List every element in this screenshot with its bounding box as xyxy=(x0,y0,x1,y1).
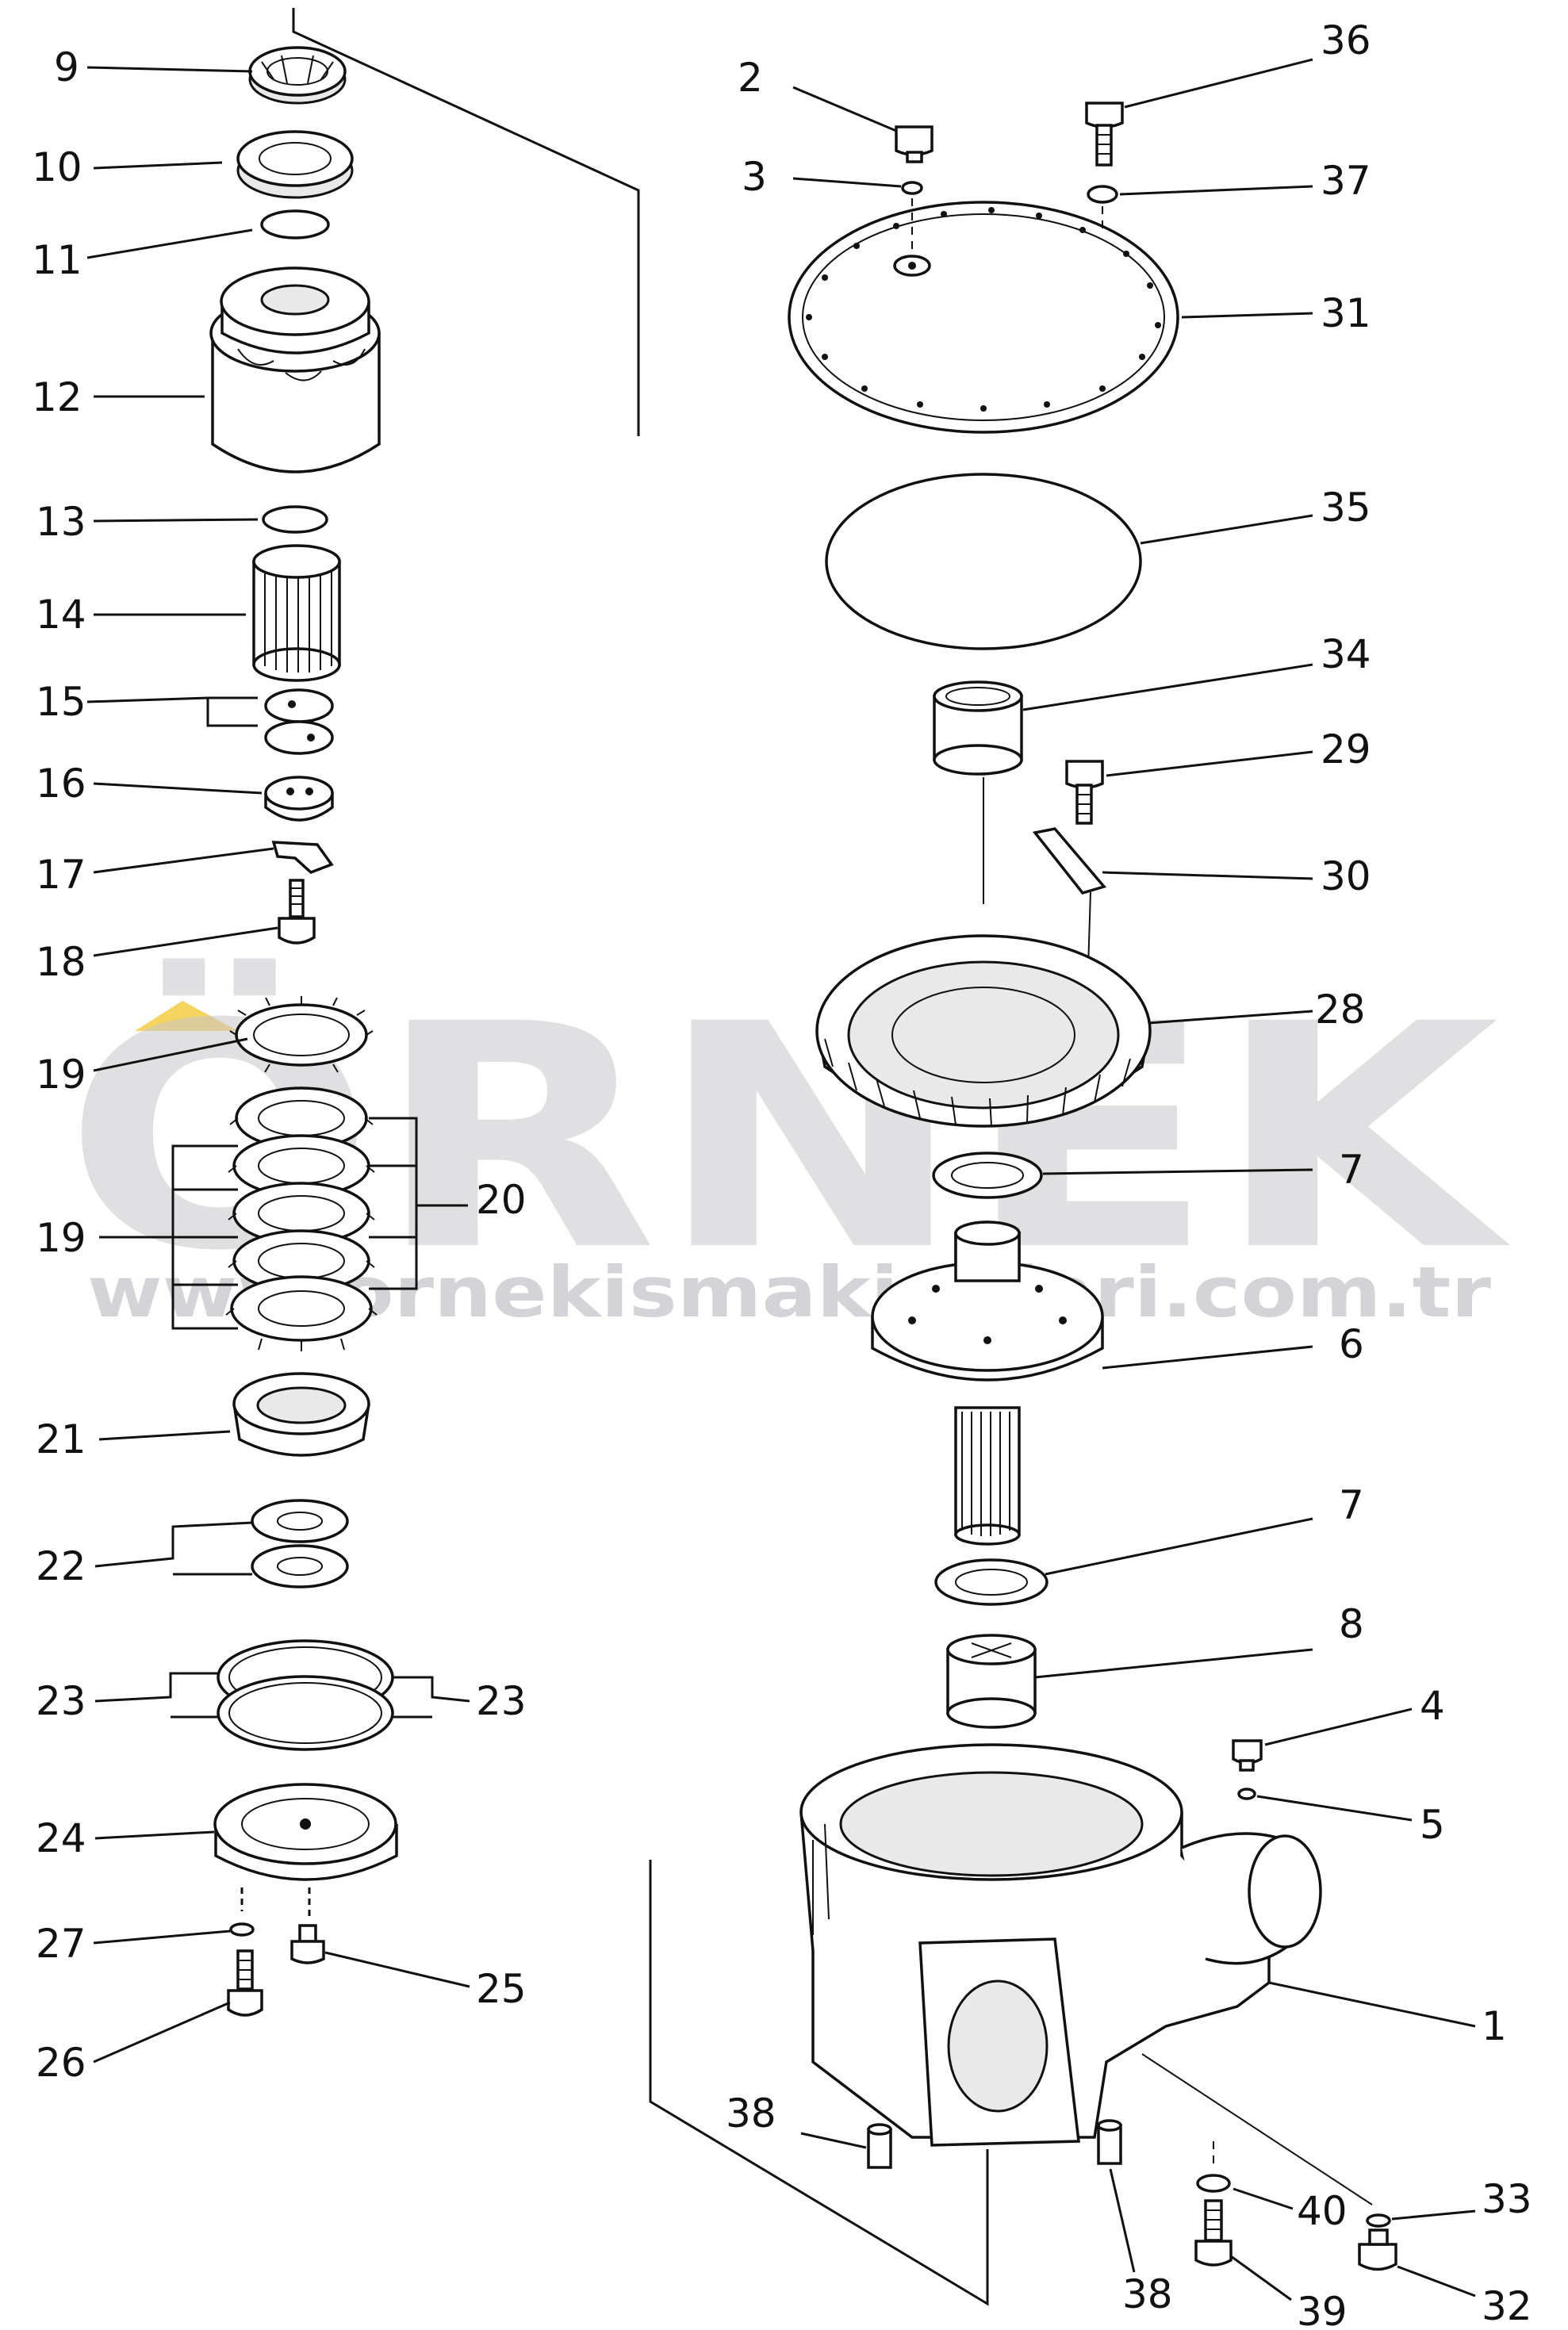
part-24-cover xyxy=(213,1783,398,1881)
callout-24: 24 xyxy=(36,1815,86,1861)
callout-7-lower: 7 xyxy=(1339,1482,1364,1528)
callout-37: 37 xyxy=(1321,158,1371,204)
part-40-washer xyxy=(1196,2174,1231,2193)
leader-33-axis xyxy=(1141,2053,1373,2205)
callout-14: 14 xyxy=(36,592,86,638)
callout-38-left: 38 xyxy=(726,2090,776,2136)
part-1-housing xyxy=(799,1743,1322,2147)
part-6-shaft xyxy=(871,1221,1104,1546)
part-35-o-ring xyxy=(825,473,1142,650)
callout-28: 28 xyxy=(1315,987,1366,1033)
part-21-piston xyxy=(232,1372,370,1457)
part-37-washer xyxy=(1087,185,1118,204)
callout-4: 4 xyxy=(1420,1683,1445,1729)
callout-21: 21 xyxy=(36,1416,86,1462)
part-22-springs xyxy=(251,1499,349,1588)
callout-36: 36 xyxy=(1321,17,1371,63)
part-34-bushing xyxy=(933,680,1023,904)
callout-15: 15 xyxy=(36,679,86,725)
part-4-bolt xyxy=(1232,1739,1263,1772)
part-28-ring-gear xyxy=(815,934,1152,1128)
callout-6: 6 xyxy=(1339,1321,1364,1367)
callout-3: 3 xyxy=(742,154,767,200)
right-column-parts xyxy=(788,102,1397,2271)
callout-23-right: 23 xyxy=(476,1678,527,1724)
part-36-bolt xyxy=(1085,102,1124,167)
part-10-seal xyxy=(236,130,354,199)
callout-30: 30 xyxy=(1321,853,1371,899)
part-29-bolt xyxy=(1065,760,1104,825)
callout-35: 35 xyxy=(1321,485,1371,531)
callout-5: 5 xyxy=(1420,1802,1445,1848)
part-16-plate xyxy=(264,776,334,822)
part-11-o-ring xyxy=(260,209,330,240)
part-31-cover-plate xyxy=(788,198,1179,434)
part-38-pin-right xyxy=(1097,2119,1122,2165)
part-9-bearing xyxy=(248,46,347,105)
callout-17: 17 xyxy=(36,852,86,898)
callout-numbers: 9 10 11 12 13 14 15 16 17 18 19 19 20 21… xyxy=(32,17,1532,2330)
callout-32: 32 xyxy=(1482,2283,1532,2329)
callout-33: 33 xyxy=(1482,2176,1532,2222)
callout-leaders xyxy=(86,58,1476,2301)
part-39-bolt xyxy=(1194,2199,1233,2267)
assembly-bracket-lines xyxy=(292,8,989,2306)
left-column-parts xyxy=(209,46,398,2017)
part-7-washer-lower xyxy=(934,1558,1049,1606)
part-38-pin-left xyxy=(867,2123,892,2169)
part-27-washer xyxy=(229,1922,255,1937)
part-32-plug xyxy=(1358,2228,1397,2271)
callout-39: 39 xyxy=(1297,2289,1348,2330)
callout-11: 11 xyxy=(32,237,82,283)
callout-13: 13 xyxy=(36,499,86,545)
part-5-o-ring xyxy=(1237,1788,1256,1800)
part-18-bolt xyxy=(278,879,316,945)
callout-19-top: 19 xyxy=(36,1052,86,1098)
part-17-lock-plate xyxy=(271,841,334,875)
callout-23-left: 23 xyxy=(36,1678,86,1724)
callout-10: 10 xyxy=(32,144,82,190)
callout-22: 22 xyxy=(36,1543,86,1589)
callout-31: 31 xyxy=(1321,290,1371,336)
callout-38-right: 38 xyxy=(1122,2271,1173,2317)
callout-34: 34 xyxy=(1321,631,1371,677)
callout-27: 27 xyxy=(36,1921,86,1967)
part-3-washer xyxy=(901,181,923,195)
part-7-washer-upper xyxy=(932,1152,1043,1199)
callout-29: 29 xyxy=(1321,726,1371,772)
callout-2: 2 xyxy=(738,55,763,101)
callout-16: 16 xyxy=(36,761,86,807)
part-12-carrier xyxy=(209,266,381,473)
part-25-plug xyxy=(290,1924,325,1964)
callout-9: 9 xyxy=(54,44,79,90)
callout-18: 18 xyxy=(36,939,86,985)
callout-8: 8 xyxy=(1339,1601,1364,1647)
part-2-bolt xyxy=(895,125,934,163)
part-23-seal-rings xyxy=(217,1639,394,1751)
part-26-bolt xyxy=(227,1949,263,2017)
part-30-lock-plate xyxy=(1032,827,1107,895)
part-15-thrust-washers xyxy=(264,688,334,755)
watermark-accent-mark xyxy=(135,1001,238,1031)
part-13-o-ring xyxy=(262,505,328,534)
callout-12: 12 xyxy=(32,374,82,420)
part-8-bearing xyxy=(946,1634,1037,1729)
part-14-needle-bearing xyxy=(252,544,341,682)
callout-40: 40 xyxy=(1297,2188,1348,2234)
callout-20: 20 xyxy=(476,1177,527,1223)
callout-1: 1 xyxy=(1482,2003,1507,2049)
callout-7-upper: 7 xyxy=(1339,1147,1364,1193)
callout-19-stack: 19 xyxy=(36,1215,86,1261)
part-19-top-plate xyxy=(229,996,374,1073)
part-33-o-ring xyxy=(1366,2213,1391,2228)
callout-26: 26 xyxy=(36,2040,86,2086)
callout-25: 25 xyxy=(476,1966,527,2012)
part-19-20-plate-stack xyxy=(225,1086,378,1351)
